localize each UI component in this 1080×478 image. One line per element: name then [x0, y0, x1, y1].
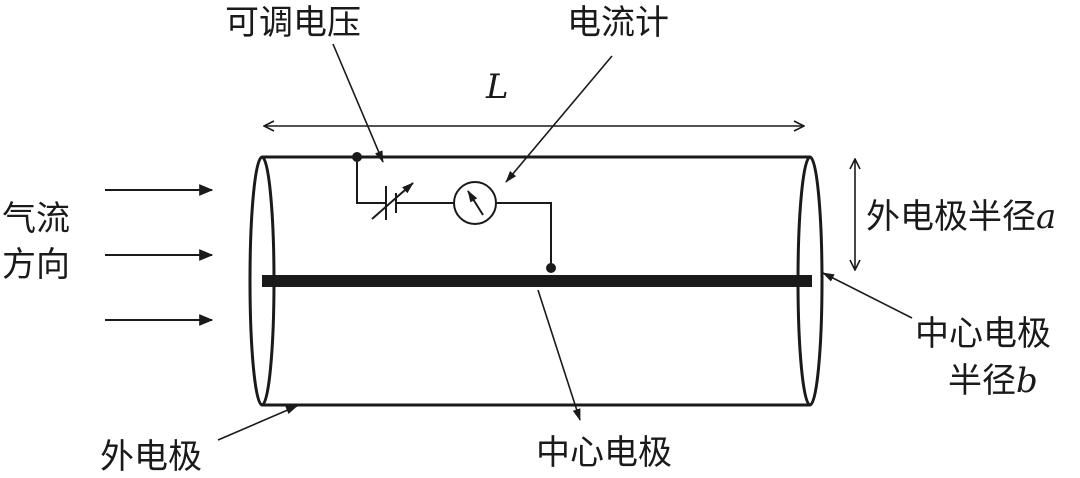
- center-radius-leader-line: [822, 272, 913, 319]
- outer-radius-label: 外电极半径a: [866, 197, 1056, 237]
- wire-to-voltage-source: [356, 157, 386, 204]
- center-radius-symbol: b: [1016, 361, 1038, 401]
- outer-radius-text: 外电极半径: [866, 197, 1036, 237]
- center-radius-label-line2: 半径b: [948, 361, 1038, 401]
- ammeter-label: 电流计: [567, 3, 669, 43]
- voltage-leader-line: [332, 43, 384, 163]
- ammeter-needle: [467, 190, 484, 216]
- center-electrode-leader-line: [537, 289, 581, 421]
- center-electrode-rod: [262, 275, 812, 287]
- variable-voltage-arrow: [371, 182, 414, 220]
- outer-electrode-leader-line: [217, 405, 298, 441]
- airflow-arrows: [105, 184, 214, 326]
- airflow-label-line1: 气流: [2, 199, 70, 239]
- length-label: L: [485, 67, 509, 107]
- outer-radius-symbol: a: [1036, 197, 1056, 237]
- wire-to-center-electrode: [496, 202, 552, 268]
- center-radius-label-line1: 中心电极: [915, 314, 1051, 354]
- outer-electrode-label: 外电极: [100, 437, 202, 477]
- measurement-circuit: [352, 152, 556, 273]
- center-radius-text: 半径: [948, 361, 1016, 401]
- center-electrode-label: 中心电极: [536, 433, 672, 473]
- center-electrode-contact-dot: [546, 263, 556, 273]
- ammeter-leader-line: [505, 55, 613, 183]
- adjustable-voltage-label: 可调电压: [225, 3, 361, 43]
- airflow-label-line2: 方向: [2, 245, 70, 285]
